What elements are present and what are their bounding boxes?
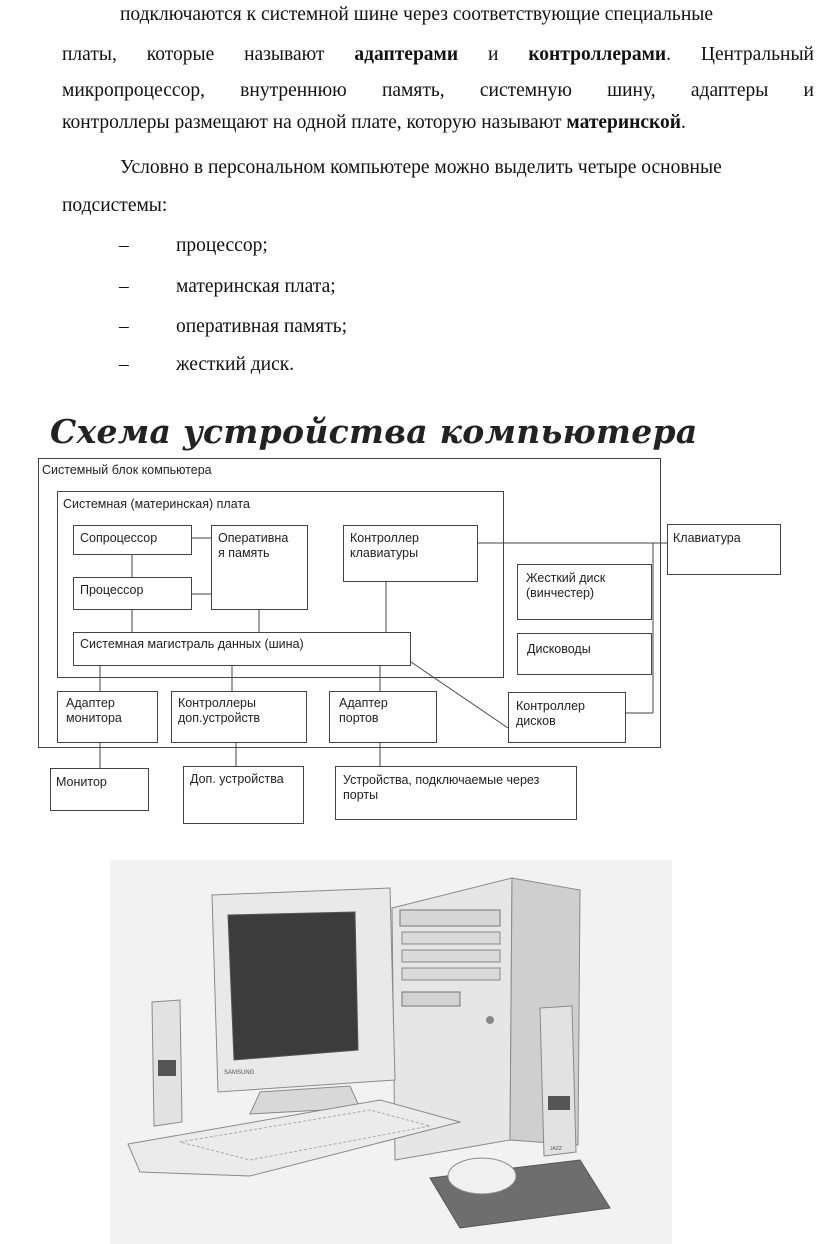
drive-bay xyxy=(402,968,500,980)
ext-devices-label: Доп. устройства xyxy=(190,772,284,787)
motherboard-label: Системная (материнская) плата xyxy=(63,497,250,512)
mouse xyxy=(448,1158,516,1194)
cd-drive xyxy=(400,910,500,926)
coprocessor-label: Сопроцессор xyxy=(80,531,157,546)
speaker-brand: JAZZ xyxy=(550,1146,562,1152)
monitor-screen xyxy=(228,912,358,1060)
system-unit-label: Системный блок компьютера xyxy=(42,463,212,478)
system-bus-label: Системная магистраль данных (шина) xyxy=(80,637,304,652)
ext-controllers-label: Контроллеры доп.устройств xyxy=(178,696,260,726)
monitor-brand: SAMSUNG xyxy=(224,1070,255,1076)
hard-disk-label: Жесткий диск (винчестер) xyxy=(526,571,605,601)
computer-illustration: SAMSUNG JAZZ xyxy=(110,860,672,1244)
drive-bay xyxy=(402,932,500,944)
monitor-label: Монитор xyxy=(56,775,107,790)
floppy-drive xyxy=(402,992,460,1006)
disk-controller-label: Контроллер дисков xyxy=(516,699,585,729)
monitor-adapter-label: Адаптер монитора xyxy=(66,696,122,726)
keyboard-controller-label: Контроллер клавиатуры xyxy=(350,531,419,561)
keyboard-label: Клавиатура xyxy=(673,531,741,546)
drives-label: Дисководы xyxy=(527,642,591,657)
ram-label: Оперативна я память xyxy=(218,531,288,561)
speaker-right-grill xyxy=(548,1096,570,1110)
speaker-left-grill xyxy=(158,1060,176,1076)
processor-label: Процессор xyxy=(80,583,143,598)
computer-photo: SAMSUNG JAZZ xyxy=(110,860,672,1244)
speaker-right xyxy=(540,1006,576,1156)
power-button xyxy=(486,1016,494,1024)
drive-bay xyxy=(402,950,500,962)
port-adapter-label: Адаптер портов xyxy=(339,696,388,726)
port-devices-label: Устройства, подключаемые через порты xyxy=(343,773,539,803)
